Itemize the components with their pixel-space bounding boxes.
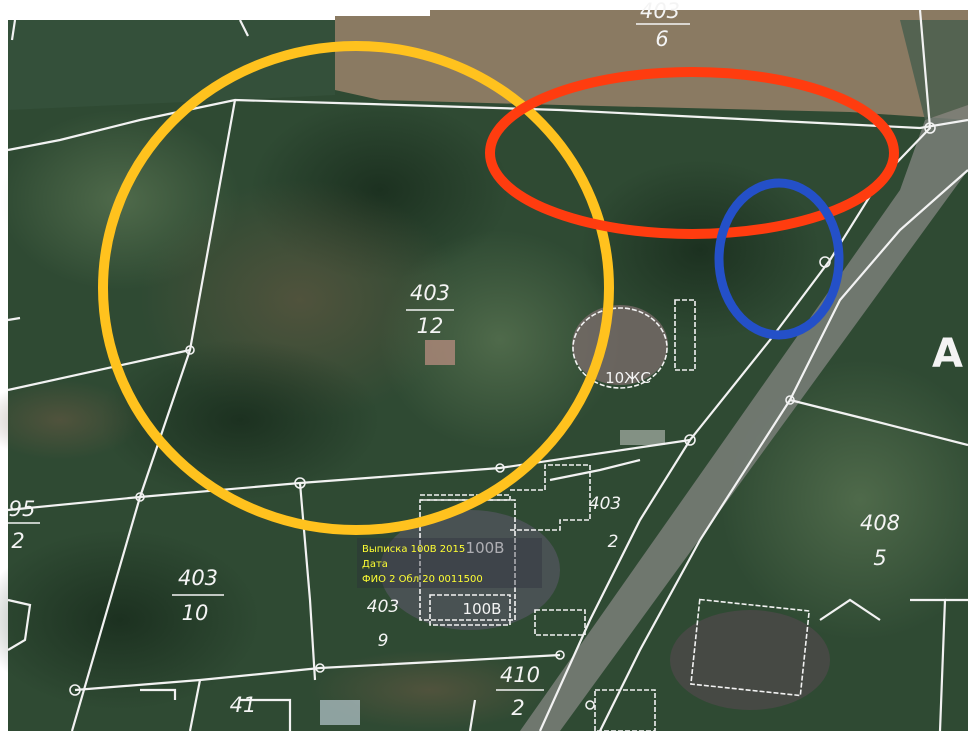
parcel-subnumber: 2 (608, 532, 619, 552)
image-border-strip (0, 0, 430, 16)
parcel-subnumber: 10 (182, 601, 209, 625)
parcel-subnumber: 5 (873, 546, 886, 570)
parcel-number: 410 (500, 663, 540, 687)
info-line: Дата (362, 559, 388, 570)
parcel-number: 403 (367, 597, 399, 617)
parcel-41[interactable]: 41 (230, 693, 257, 717)
parcel-403-6[interactable]: 403 6 (636, 0, 690, 51)
info-line: ФИО 2 Обл 20 0011500 (362, 574, 483, 585)
parcel-number: 403 (640, 0, 680, 23)
edge-letter-label: А (932, 331, 963, 377)
parcel-number: 408 (860, 511, 900, 535)
cadastral-boundaries (7, 9, 968, 731)
parcel-subnumber: 9 (378, 631, 389, 651)
parcel-403-2[interactable]: 403 2 (589, 494, 621, 552)
parcel-403-10[interactable]: 403 10 (172, 566, 224, 625)
parcel-number: 403 (589, 494, 621, 514)
parcel-410-2[interactable]: 410 2 (496, 663, 544, 720)
yellow-circle-highlight (98, 41, 614, 535)
parcel-408-5[interactable]: 408 5 (860, 511, 900, 570)
parcel-number: 95 (9, 497, 36, 521)
building-label: 100B (463, 600, 502, 618)
info-overlay: Выписка 100В 2015 Дата ФИО 2 Обл 20 0011… (357, 538, 542, 588)
road (520, 105, 968, 731)
parcel-number: 403 (410, 281, 450, 305)
parcel-subnumber: 2 (11, 529, 24, 553)
red-ellipse-highlight (485, 67, 899, 239)
parcel-subnumber: 6 (655, 27, 668, 51)
bare-field-top (335, 10, 968, 120)
parcel-subnumber: 2 (511, 696, 524, 720)
parcel-95-2[interactable]: 95 2 (8, 497, 40, 553)
parcel-number: 403 (178, 566, 218, 590)
building-label: 10ЖС (605, 369, 651, 387)
parcel-number: 41 (230, 693, 257, 717)
boundary-vertices (69, 122, 936, 710)
info-line: Выписка 100В 2015 (362, 544, 465, 555)
blue-ellipse-highlight (714, 178, 844, 340)
building-label: 100B (466, 539, 505, 557)
parcel-403-12[interactable]: 403 12 (406, 281, 454, 338)
parcel-subnumber: 12 (417, 314, 444, 338)
parcel-403-9[interactable]: 403 9 (367, 597, 399, 651)
